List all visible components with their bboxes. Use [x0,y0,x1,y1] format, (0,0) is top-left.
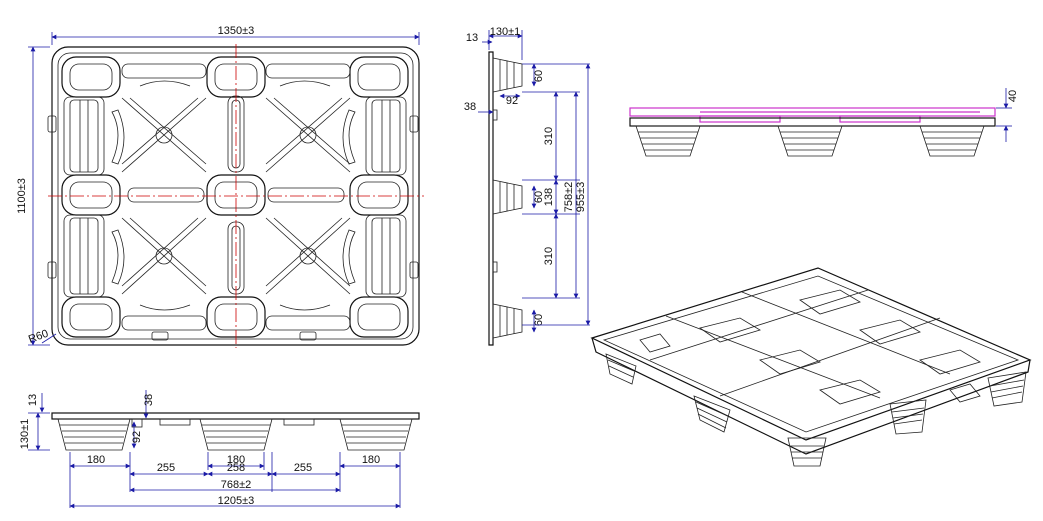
side-ribs [63,96,407,298]
stack-feet [635,125,985,157]
iso-deck-top [590,267,1032,441]
stack-bottom-deck [629,117,996,127]
block [61,296,121,338]
side-955-label: 955±3 [575,182,587,213]
stack-view: 40 [629,88,1019,157]
iso-deck-ribs [639,289,981,405]
front-180-mid-label: 180 [227,454,245,466]
front-258-label: 258 [227,462,245,474]
x-braces [121,97,351,295]
isometric-view [590,267,1032,467]
block [349,174,409,216]
block [349,296,409,338]
side-138-label: 138 [543,188,555,206]
block [349,56,409,98]
front-180-left-label: 180 [87,454,105,466]
block [61,174,121,216]
iso-feet [605,353,1027,467]
stack-top-pallet [629,107,996,117]
side-758-label: 758±2 [563,182,575,213]
front-92-label: 92 [131,431,143,443]
side-310-top-label: 310 [543,127,555,145]
side-92-label: 92 [506,95,518,107]
front-180-right-label: 180 [362,454,380,466]
front-view: 130±1 13 38 92 180 255 180 258 255 180 7… [19,390,420,509]
front-768-label: 768±2 [221,479,252,491]
top-blocks [61,56,409,338]
side-view: 130±1 13 38 92 60 60 60 310 138 310 758±… [464,26,591,346]
side-60-top-label: 60 [533,70,545,82]
front-13-label: 13 [27,394,39,406]
side-60-mid-label: 60 [533,191,545,203]
top-view: 1350±3 1100±3 R60 [16,25,424,348]
side-deck [488,51,494,346]
top-width-label: 1350±3 [218,25,255,37]
side-38-label: 38 [464,101,476,113]
front-deck [51,412,420,420]
radius-label: R60 [27,328,50,346]
front-feet [57,418,413,451]
side-130-label: 130±1 [490,26,521,38]
front-1205-label: 1205±3 [218,495,255,507]
block [61,56,121,98]
front-255-right-label: 255 [294,462,312,474]
front-38-label: 38 [143,394,155,406]
side-13-label: 13 [466,32,478,44]
side-feet [492,57,523,339]
front-130-label: 130±1 [19,419,31,450]
stack-40-label: 40 [1007,90,1019,102]
front-255-left-label: 255 [157,462,175,474]
side-60-bot-label: 60 [533,314,545,326]
side-310-bot-label: 310 [543,247,555,265]
top-height-label: 1100±3 [16,178,28,214]
